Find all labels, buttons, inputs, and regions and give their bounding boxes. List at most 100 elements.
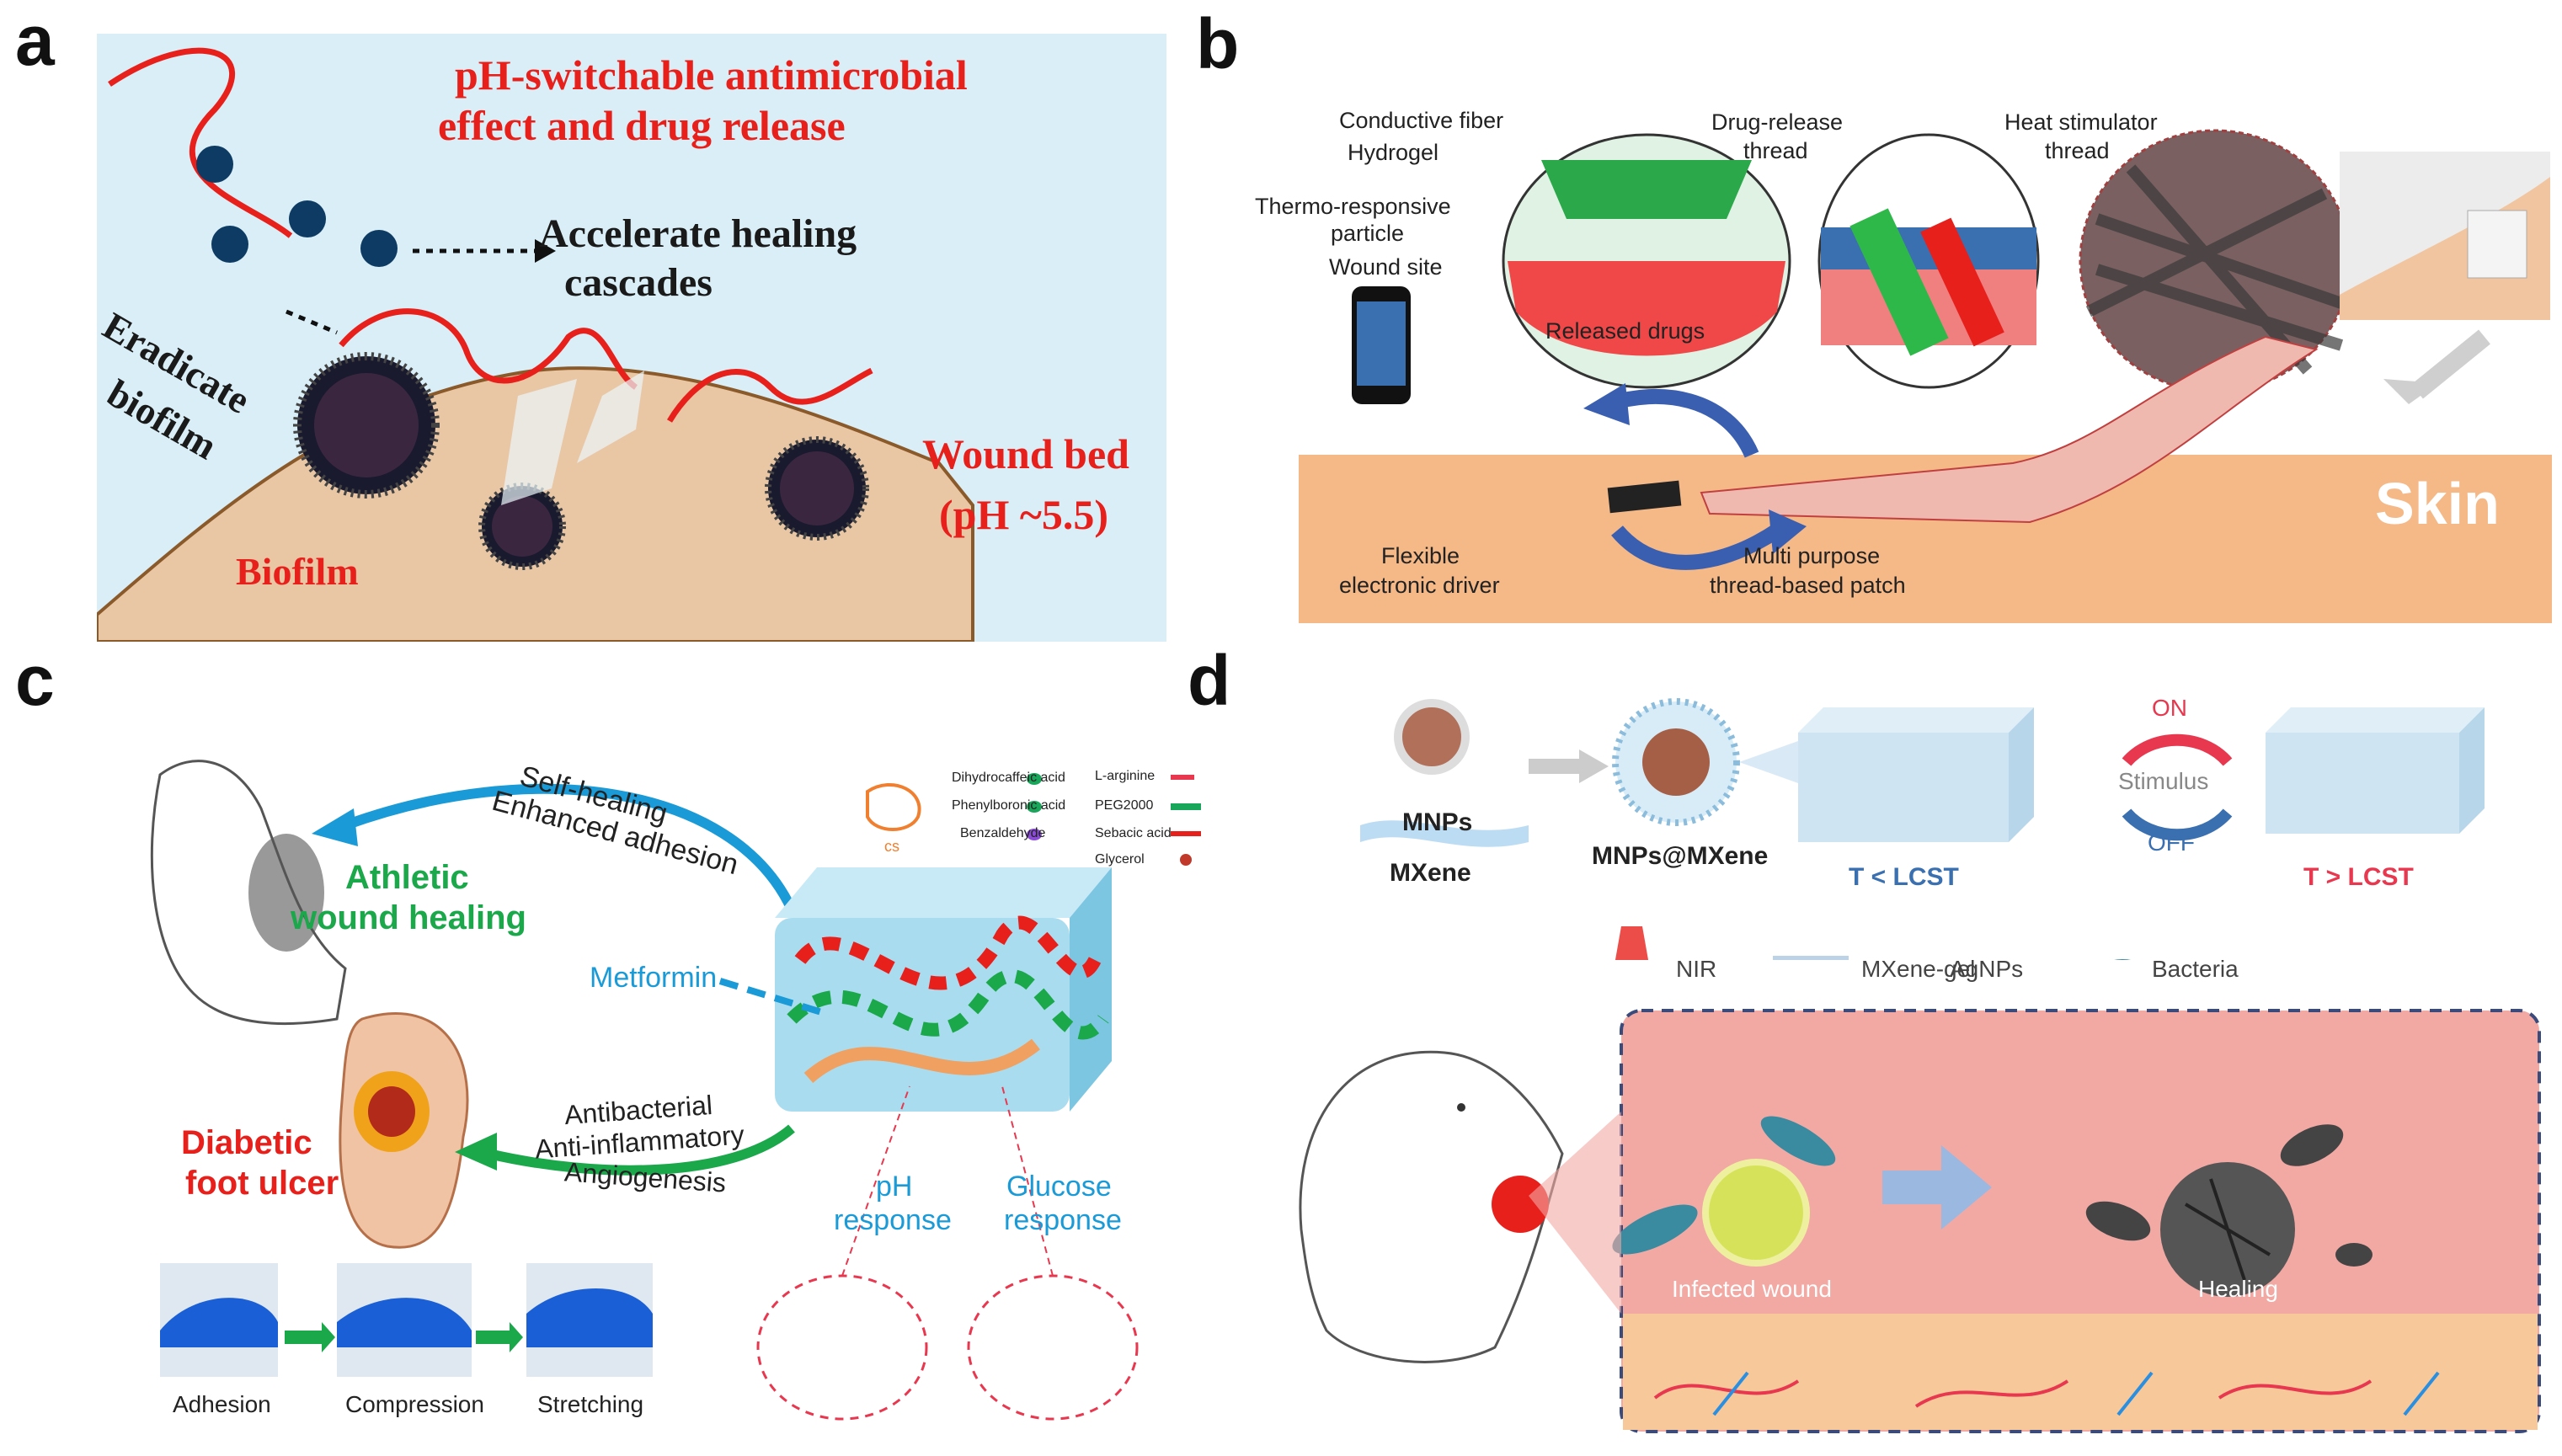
hydrogel-zoom-icon (1502, 133, 1791, 389)
curved-arrow-icon (1606, 388, 1759, 458)
off-label: OFF (2148, 829, 2195, 856)
mxene-sheet-icon (1360, 820, 1529, 847)
diabetic-label-2: foot ulcer (185, 1165, 339, 1202)
ph-response-label-2: response (834, 1204, 952, 1236)
infected-bacterium-icon (1702, 1159, 1810, 1267)
legend-swatch (1027, 773, 1042, 785)
curved-arrow-icon (487, 1124, 795, 1176)
flexible-label: Flexible (1381, 543, 1460, 568)
arrow-right-icon (285, 1322, 335, 1352)
bacteria-label: Bacteria (2152, 956, 2239, 982)
thread-patch-icon (1700, 335, 2319, 524)
flexible-label-2: electronic driver (1339, 573, 1500, 598)
mnps-label: MNPs (1402, 808, 1473, 836)
ph-zoom-circle (756, 1274, 928, 1421)
legend-swatch (1027, 829, 1042, 840)
multi-purpose-label: Multi purpose (1743, 543, 1881, 568)
mnps-mxene-label: MNPs@MXene (1592, 842, 1769, 870)
agnps-label: AgNPs (1950, 956, 2024, 982)
athletic-label-2: wound healing (291, 899, 526, 936)
legend-label: PEG2000 (1095, 798, 1154, 813)
drug-particle-icon (196, 146, 233, 183)
healing-label: Healing (2198, 1276, 2278, 1302)
nir-label: NIR (1676, 956, 1717, 982)
dotted-arrow (286, 309, 338, 335)
thermo-label: Thermo-responsive (1255, 194, 1451, 219)
infected-wound-label: Infected wound (1672, 1276, 1832, 1302)
t-below-label: T < LCST (1849, 863, 1959, 891)
arm-photo-icon (2340, 152, 2550, 320)
cs-label: cs (884, 838, 899, 855)
panel-a: pH-switchable antimicrobial effect and d… (97, 34, 1166, 642)
heat-stimulator-label: Heat stimulator (2004, 109, 2158, 135)
off-arrow (2122, 808, 2233, 841)
legend-swatch (1171, 831, 1201, 836)
legend-swatch (1171, 803, 1201, 810)
hydrogel-label: Hydrogel (1348, 140, 1439, 165)
panel-letter-d: d (1188, 641, 1231, 720)
panel-letter-c: c (15, 641, 55, 720)
polymer-chain-icon (666, 367, 873, 423)
foot-sketch-icon (150, 760, 347, 1026)
panel-b: Conductive fiber Hydrogel Thermo-respons… (1255, 93, 2552, 623)
legend-label: Dihydrocaffeic acid (952, 771, 1065, 785)
dead-bacterium-icon (2280, 1124, 2344, 1166)
thermo-label-2: particle (1331, 221, 1405, 246)
drug-particle-icon (289, 200, 326, 237)
bacterium-rod-icon (1760, 1116, 1836, 1166)
panel-letter-b: b (1196, 4, 1240, 83)
dead-bacterium-icon (2335, 1243, 2373, 1267)
legend-label: Benzaldehyde (960, 826, 1046, 840)
stretching-label: Stretching (537, 1391, 644, 1417)
healing-arrow-icon (1882, 1145, 1992, 1229)
wound-bed-ph-label: (pH ~5.5) (939, 491, 1109, 538)
mnps-mxene-icon (1612, 698, 1740, 826)
gel-block-expanded-icon (2266, 707, 2485, 834)
wound-bed-label: Wound bed (922, 430, 1129, 477)
panel-c-illustration (150, 760, 1201, 1421)
legend-swatch (1027, 801, 1042, 813)
bacterium-rod-icon (1612, 1204, 1698, 1255)
legend-label: Glycerol (1095, 852, 1145, 867)
multi-purpose-label-2: thread-based patch (1710, 573, 1906, 598)
glucose-zoom-circle (967, 1274, 1139, 1421)
panel-c: Self-healing Enhanced adhesion Athletic … (93, 741, 1221, 1432)
gel-block-icon (1798, 707, 2034, 842)
compression-label: Compression (345, 1391, 484, 1417)
curved-arrow-icon (343, 783, 797, 912)
smartphone-icon (1352, 286, 1411, 404)
released-drugs-label: Released drugs (1545, 318, 1705, 344)
dead-bacterium-icon (2085, 1201, 2151, 1241)
curved-arrow-icon (1611, 524, 1781, 570)
conductive-fiber-label: Conductive fiber (1339, 108, 1504, 133)
panel-d: MNPs MXene MNPs@MXene T < LCST ON Stimul… (1276, 674, 2556, 1444)
hydrogel-cube-icon (775, 867, 1112, 1112)
title-line-1: pH-switchable antimicrobial (455, 51, 968, 99)
heat-stimulator-label-2: thread (2045, 138, 2110, 163)
title-line-2: effect and drug release (438, 102, 846, 149)
diabetic-label: Diabetic (181, 1124, 312, 1161)
legend-label: Phenylboronic acid (952, 798, 1066, 813)
diabetic-foot-icon (339, 1012, 469, 1249)
drug-particle-icon (360, 230, 398, 267)
polymer-chain-icon (339, 308, 638, 390)
metformin-label: Metformin (590, 962, 718, 994)
ph-response-label: pH (876, 1171, 913, 1203)
arrowhead-icon (535, 239, 556, 263)
arrow-right-icon (476, 1322, 523, 1352)
mxene-label: MXene (1390, 859, 1471, 887)
legend-label: Sebacic acid (1095, 826, 1172, 840)
blood-vessel-icon (1653, 1379, 2373, 1408)
accelerate-label: Accelerate healing (539, 211, 857, 256)
drug-release-label: Drug-release (1711, 109, 1844, 135)
on-label: ON (2152, 695, 2187, 721)
biofilm-sphere-icon (765, 436, 869, 541)
panel-letter-a: a (15, 1, 55, 80)
on-arrow (2122, 733, 2233, 766)
biofilm-label: Biofilm (236, 550, 359, 593)
electronic-driver-icon (1607, 480, 1682, 514)
chitosan-icon (866, 782, 921, 831)
drug-release-label-2: thread (1743, 138, 1808, 163)
stimulus-label: Stimulus (2118, 768, 2209, 794)
thread-zoom-icon (1817, 133, 2040, 389)
